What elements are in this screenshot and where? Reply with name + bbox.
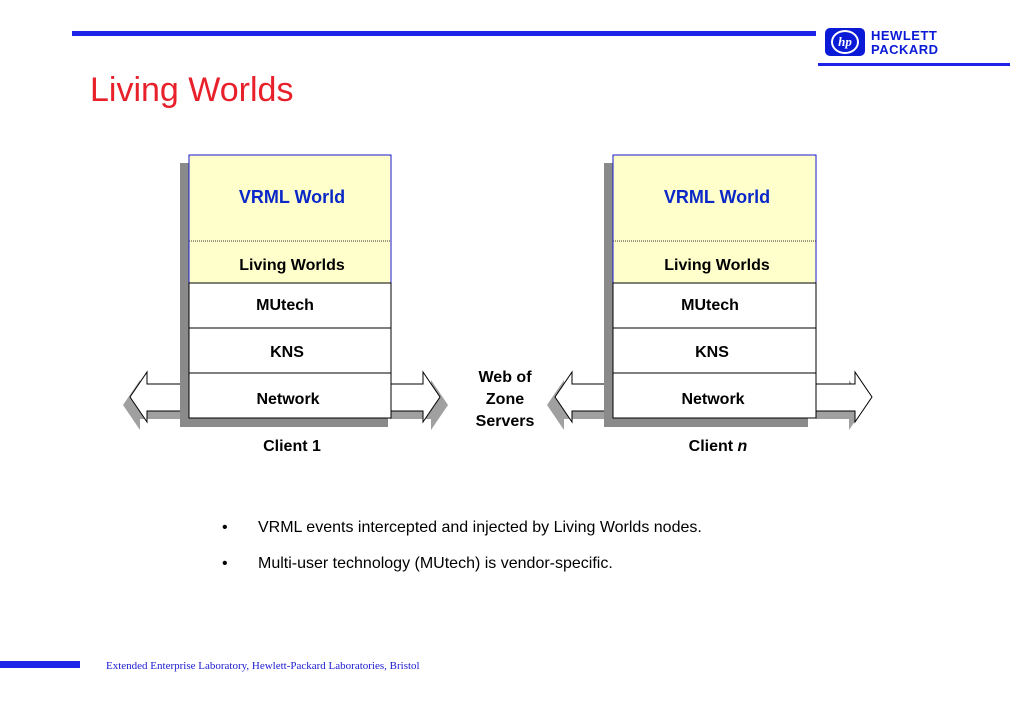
kns-layer xyxy=(612,327,817,374)
center-label-line-3: Servers xyxy=(476,413,535,430)
hp-logo: hp HEWLETT PACKARD xyxy=(825,27,955,59)
living-worlds-label: Living Worlds xyxy=(664,257,770,274)
client-1-stack: VRML World Living Worlds MUtech KNS Netw… xyxy=(123,154,448,455)
client-n-stack: VRML World Living Worlds MUtech KNS Netw… xyxy=(547,154,873,455)
client-1-label: Client 1 xyxy=(263,438,321,455)
mutech-layer xyxy=(188,282,392,329)
vrml-world-label: VRML World xyxy=(664,187,770,207)
center-label-line-2: Zone xyxy=(486,391,524,408)
logo-underline xyxy=(818,63,1010,66)
bullet-text: Multi-user technology (MUtech) is vendor… xyxy=(258,555,613,572)
bullet-dot: • xyxy=(222,519,228,536)
living-worlds-label: Living Worlds xyxy=(239,257,345,274)
logo-text-packard: PACKARD xyxy=(871,42,939,57)
bullet-dot: • xyxy=(222,555,228,572)
bullet-text: VRML events intercepted and injected by … xyxy=(258,519,702,536)
slide-title: Living Worlds xyxy=(90,71,294,109)
logo-text-hewlett: HEWLETT xyxy=(871,28,938,43)
client-n-label: Client n xyxy=(689,438,748,455)
mutech-label: MUtech xyxy=(256,297,314,314)
hp-logo-badge: hp xyxy=(825,28,865,56)
kns-label: KNS xyxy=(270,344,304,361)
hp-logo-mark: hp xyxy=(831,30,859,54)
mutech-label: MUtech xyxy=(681,297,739,314)
footer-bar xyxy=(0,661,80,668)
kns-layer xyxy=(188,327,392,374)
center-label-line-1: Web of xyxy=(478,369,532,386)
header-rule xyxy=(72,31,816,36)
network-layer xyxy=(612,372,817,419)
kns-label: KNS xyxy=(695,344,729,361)
mutech-layer xyxy=(612,282,817,329)
client-n-italic-n: n xyxy=(738,438,748,455)
vrml-world-layer xyxy=(612,154,817,284)
network-label: Network xyxy=(256,391,319,408)
network-layer xyxy=(188,372,392,419)
vrml-world-label: VRML World xyxy=(239,187,345,207)
network-label: Network xyxy=(681,391,744,408)
web-of-zone-servers-label: Web of Zone Servers xyxy=(476,369,535,430)
footer-text: Extended Enterprise Laboratory, Hewlett-… xyxy=(106,660,420,672)
